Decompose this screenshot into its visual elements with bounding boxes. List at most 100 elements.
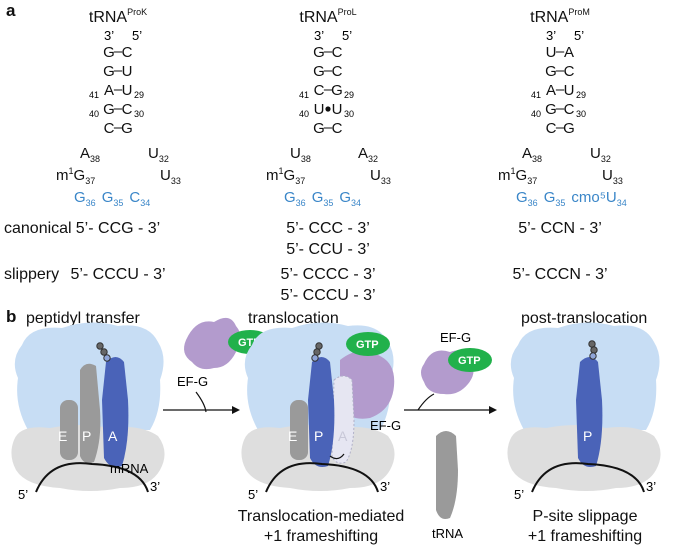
canonical-codon: 5’- CCG - 3’	[76, 220, 160, 237]
mrna-strand	[531, 462, 645, 493]
pair-bond: –	[324, 43, 333, 60]
stem-3prime-label: 3’	[104, 28, 114, 43]
stem-base-right: U	[122, 82, 133, 99]
stem-base-right: C	[122, 44, 133, 61]
pair-bond: –	[114, 100, 123, 117]
canonical-codon: 5’- CCC - 3’	[286, 220, 370, 237]
efg-label: EF-G	[370, 418, 401, 433]
stem-number-right: 29	[576, 90, 586, 100]
stem-number-left: 40	[531, 109, 541, 119]
peptide-bead	[103, 354, 111, 362]
canonical-codon: 5’- CCN - 3’	[518, 220, 602, 237]
ribosome-post-translocation: P 5’ 3’	[507, 322, 661, 502]
stem-base-left: G	[545, 63, 557, 80]
mrna-strand	[265, 462, 379, 493]
loop-base-left: U38	[290, 145, 311, 164]
mrna-five-prime: 5’	[514, 487, 524, 502]
stem-base-left: G	[313, 44, 325, 61]
pair-bond: –	[114, 62, 123, 79]
stem-3prime-label: 3’	[314, 28, 324, 43]
pair-bond: –	[556, 100, 565, 117]
translocation-arrow	[329, 453, 345, 460]
loop-base-left: A38	[80, 145, 100, 164]
stem-number-left: 41	[89, 90, 99, 100]
trna-title: tRNAProK	[89, 7, 147, 26]
peptide-bead	[588, 340, 596, 348]
arrow-head	[489, 406, 497, 414]
stage-post-translocation: post-translocation	[521, 310, 647, 327]
stem-number-left: 41	[299, 90, 309, 100]
arrow-head	[232, 406, 240, 414]
p-site-trna	[308, 357, 335, 467]
pair-bond: –	[556, 81, 565, 98]
panel-label-b: b	[6, 307, 16, 326]
mrna-three-prime: 3’	[646, 479, 656, 494]
loop-base-right: U32	[590, 145, 611, 164]
peptide-bead	[590, 346, 598, 354]
stem-base-left: A	[104, 82, 114, 99]
stem-base-right: A	[564, 44, 574, 61]
stem-base-right: U	[122, 63, 133, 80]
site-label-a: A	[108, 428, 118, 444]
gtp-label: GTP	[356, 339, 379, 351]
stem-3prime-label: 3’	[546, 28, 556, 43]
slippery-codon: 5’- CCCU - 3’	[280, 287, 375, 304]
stem-number-right: 29	[134, 90, 144, 100]
mrna-label: mRNA	[110, 461, 149, 476]
stem-base-right: C	[122, 101, 133, 118]
peptide-bead	[96, 342, 104, 350]
stem-base-left: U	[546, 44, 557, 61]
stem-base-right: G	[331, 82, 343, 99]
peptide-bead	[589, 352, 597, 360]
trna-title: tRNAProM	[530, 7, 590, 26]
modified-base: m1G37	[56, 166, 95, 186]
loop-base-right: U33	[160, 167, 181, 186]
e-site-trna	[290, 400, 308, 460]
slippery-codon: 5’- CCCN - 3’	[512, 266, 607, 283]
pair-bond: –	[324, 62, 333, 79]
stem-base-right: U	[564, 82, 575, 99]
stem-base-right: G	[121, 120, 133, 137]
stem-base-left: G	[313, 63, 325, 80]
stem-number-left: 40	[89, 109, 99, 119]
trna-title: tRNAProL	[299, 7, 356, 26]
efg-leaving: EF-G GTP	[417, 330, 492, 411]
pair-bond: –	[556, 119, 565, 136]
slippery-codon: 5’- CCCU - 3’	[70, 266, 165, 283]
mrna-five-prime: 5’	[18, 487, 28, 502]
pair-bond: –	[114, 43, 123, 60]
loop-base-right: U33	[602, 167, 623, 186]
panel-label-a: a	[6, 1, 16, 20]
stem-base-left: G	[545, 101, 557, 118]
mrna-three-prime: 3’	[150, 479, 160, 494]
peptide-bead	[100, 348, 108, 356]
stem-base-left: C	[104, 120, 115, 137]
stem-5prime-label: 5’	[132, 28, 142, 43]
stem-base-left: G	[313, 120, 325, 137]
site-label-e: E	[58, 428, 67, 444]
caption-left-line1: Translocation-mediated	[238, 508, 405, 525]
a-site-trna	[102, 357, 129, 467]
loop-base-right: U32	[148, 145, 169, 164]
stage-peptidyl-transfer: peptidyl transfer	[26, 310, 141, 327]
efg-label: EF-G	[177, 374, 208, 389]
stem-5prime-label: 5’	[574, 28, 584, 43]
stem-base-left: U	[314, 101, 325, 118]
loop-base-right: A32	[358, 145, 378, 164]
caption-right-line1: P-site slippage	[533, 508, 638, 525]
stem-base-right: C	[564, 101, 575, 118]
modified-base: m1G37	[266, 166, 305, 186]
pair-bond: –	[556, 43, 565, 60]
peptide-bead	[311, 354, 319, 362]
stem-number-right: 30	[576, 109, 586, 119]
caption-right-line2: +1 frameshifting	[528, 528, 642, 545]
efg-release-arrow	[417, 393, 435, 411]
loop-base-left: A38	[522, 145, 542, 164]
pair-bond: –	[114, 119, 123, 136]
stem-number-right: 30	[344, 109, 354, 119]
